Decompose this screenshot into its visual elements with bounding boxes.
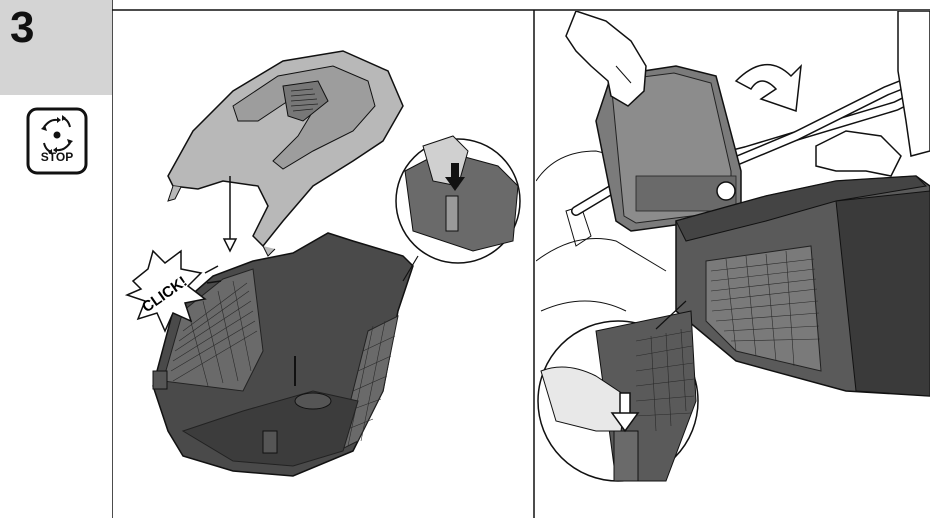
blade-stop-icon xyxy=(26,107,88,175)
left-illustration: CLICK! xyxy=(124,50,521,477)
down-arrow-icon xyxy=(222,176,238,253)
down-arrow-icon xyxy=(610,392,640,433)
down-arrow-icon xyxy=(445,163,465,191)
hand-right xyxy=(815,11,930,177)
catcher-basket xyxy=(152,232,414,477)
stop-label: STOP xyxy=(40,150,74,164)
hand-left xyxy=(565,11,647,107)
detail-zoom-circle xyxy=(537,300,699,482)
rotate-arrow-icon xyxy=(734,63,802,113)
detail-zoom-circle xyxy=(395,135,521,282)
panel-frame xyxy=(112,0,930,518)
click-burst: CLICK! xyxy=(124,249,222,333)
grass-catcher xyxy=(675,175,930,397)
right-illustration xyxy=(536,11,930,482)
catcher-lid xyxy=(167,50,404,257)
rear-flap xyxy=(595,65,742,232)
step-number: 3 xyxy=(10,3,35,52)
step-number-box: 3 xyxy=(0,0,112,95)
